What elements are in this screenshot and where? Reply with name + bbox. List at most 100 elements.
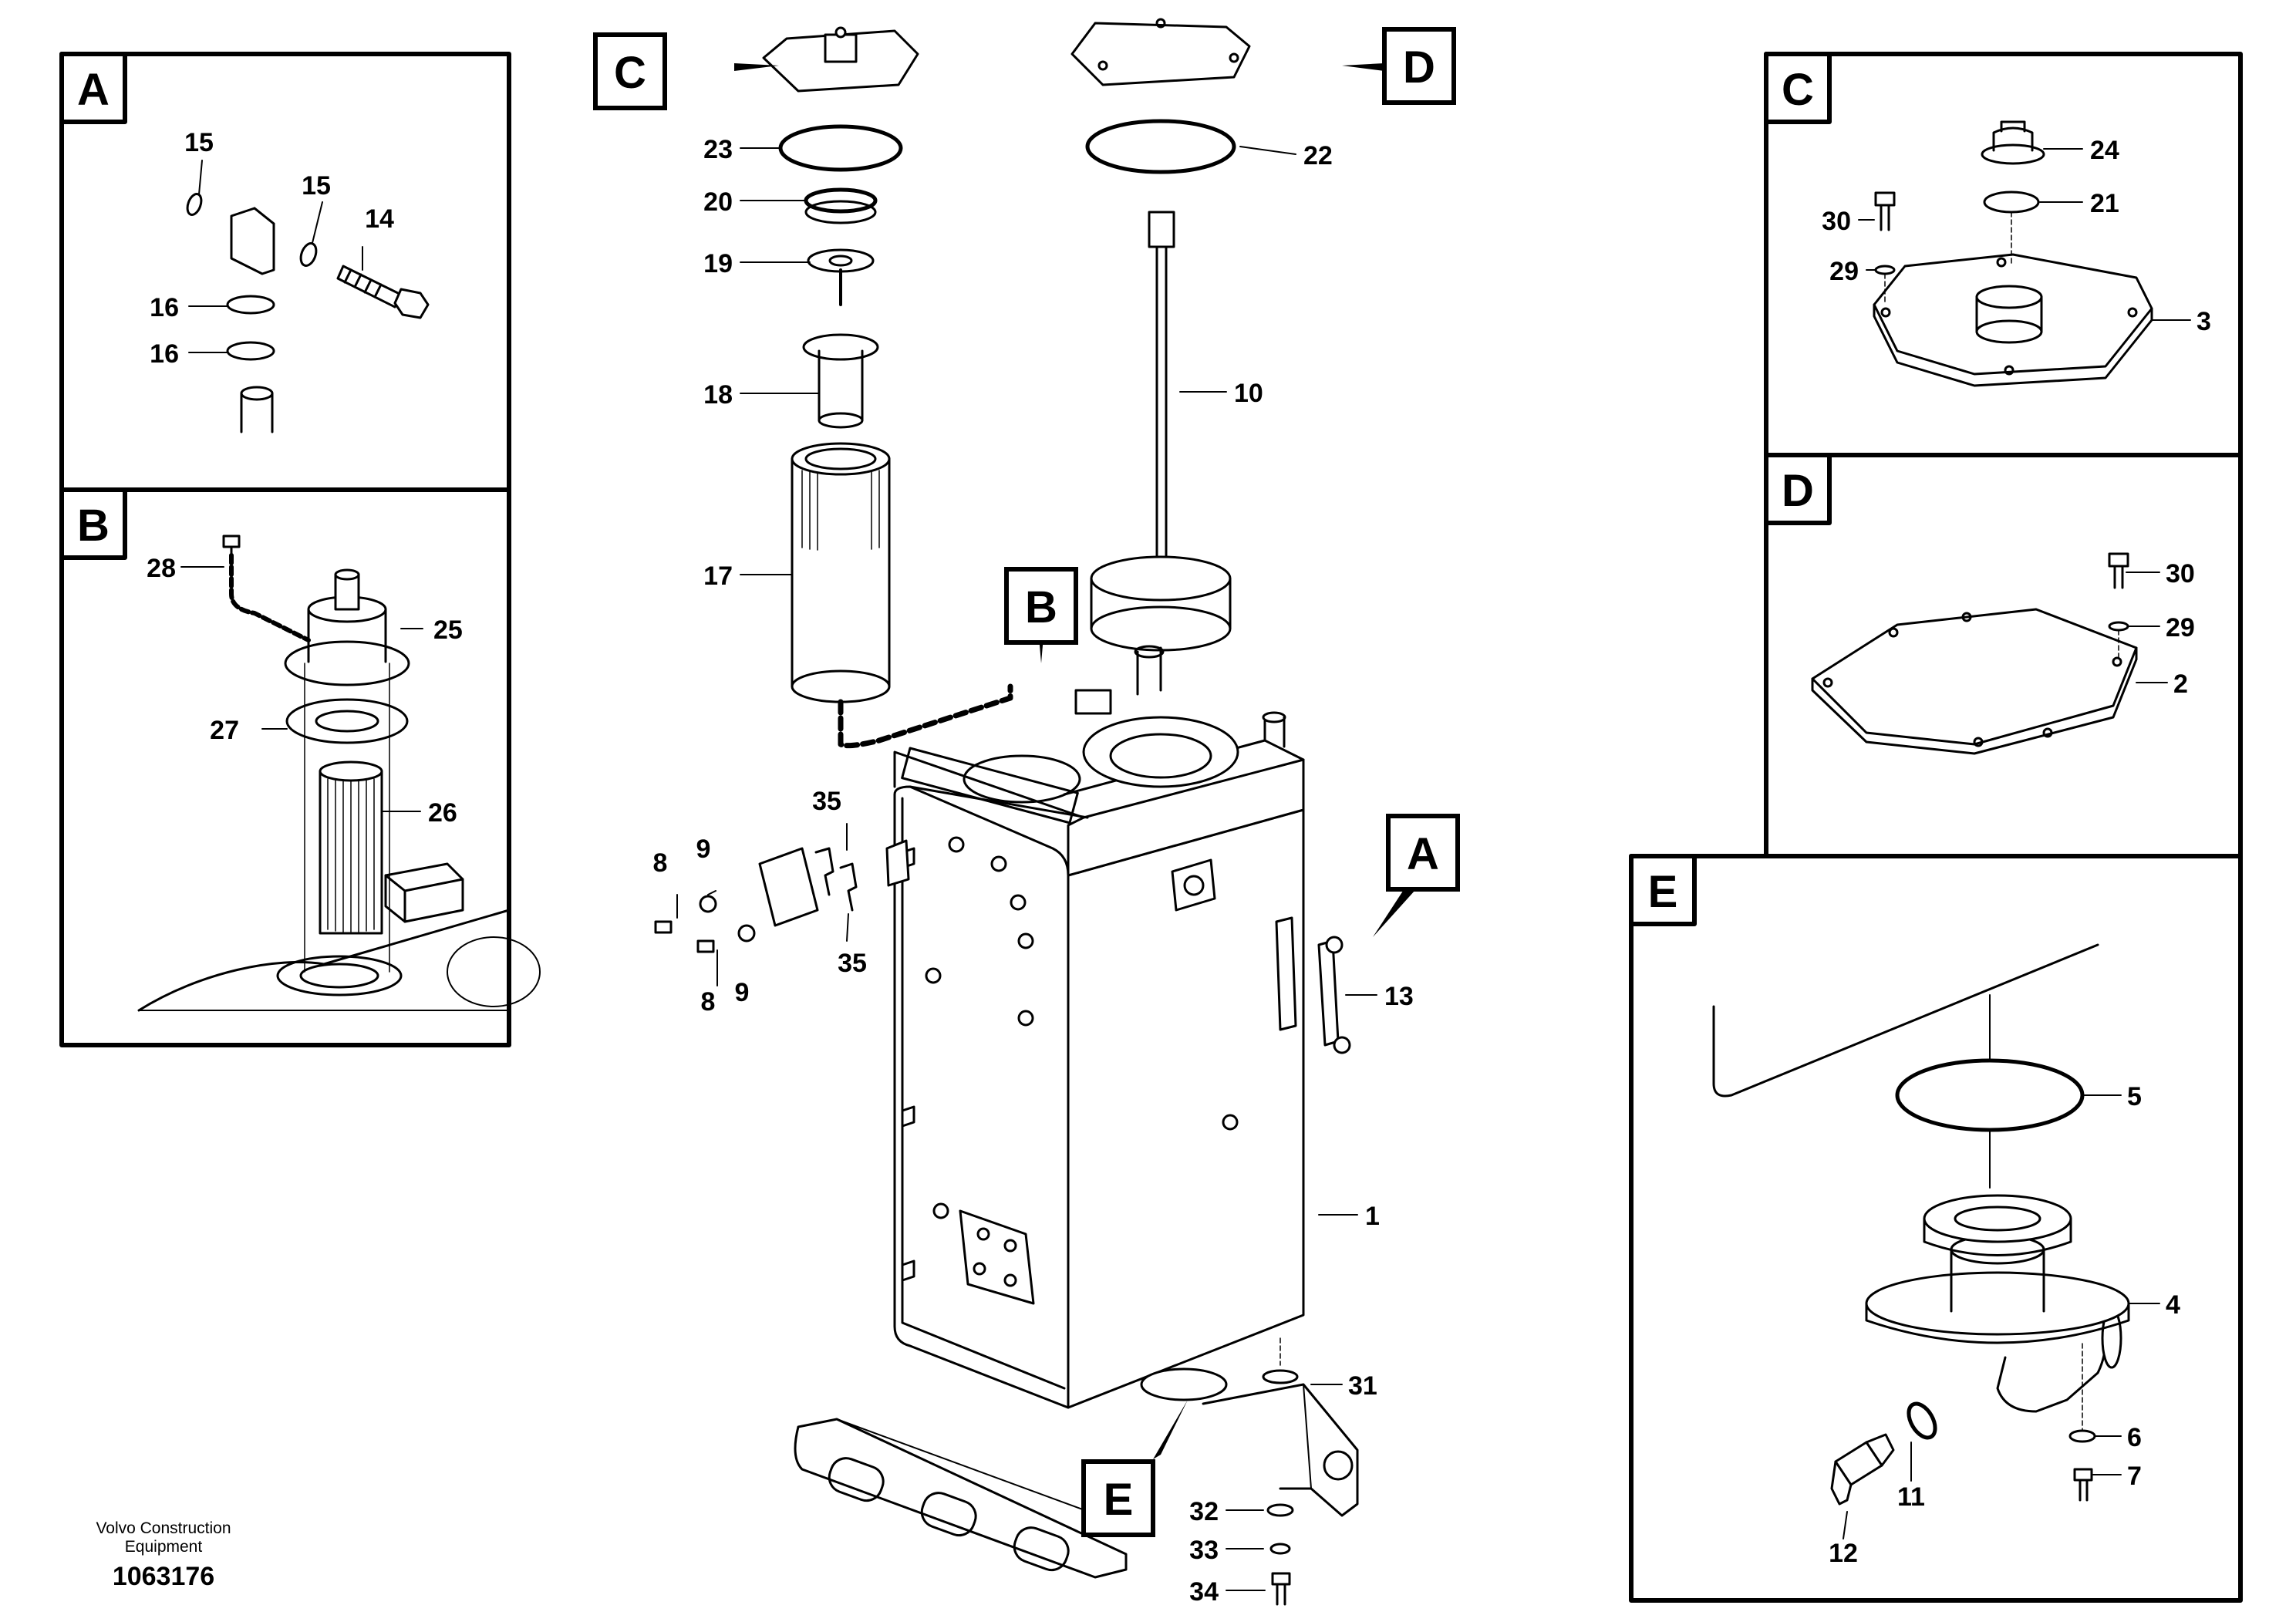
drawing-number: 1063176 [113, 1562, 214, 1591]
part-label-35b: 35 [838, 949, 867, 978]
part-label-24: 24 [2090, 136, 2119, 165]
detail-label-e-main: E [1104, 1475, 1134, 1525]
detail-frame-d [1764, 453, 2243, 858]
part-label-2: 2 [2173, 669, 2188, 699]
boss [1975, 285, 2043, 344]
part-label-35a: 35 [812, 787, 841, 816]
part-label-10: 10 [1234, 379, 1263, 408]
part-label-29-c: 29 [1829, 257, 1859, 286]
part-label-17: 17 [703, 561, 733, 591]
detail-labels: C D B A E A B C D E [77, 27, 1814, 1537]
leader-lines [180, 146, 2191, 1591]
frame-label-b: B [77, 501, 110, 551]
dipstick-assembly [1070, 18, 1251, 652]
part-label-31: 31 [1348, 1371, 1377, 1401]
detail-label-b-main: B [1025, 582, 1057, 632]
cover-25 [284, 568, 410, 686]
part-label-27: 27 [210, 716, 239, 745]
part-label-30-c: 30 [1822, 207, 1851, 236]
plug-24 [1981, 120, 2045, 165]
solenoid-block [384, 862, 464, 923]
sight-glass-13 [1275, 916, 1351, 1054]
pointer-arrows [734, 63, 1415, 1459]
bracket-parts [654, 839, 910, 953]
part-label-22: 22 [1303, 141, 1333, 170]
hydraulic-tank [893, 645, 1351, 1409]
cover-plate-2 [1811, 608, 2138, 755]
filter-element-17 [791, 442, 891, 703]
port-plate [959, 1209, 1035, 1305]
detail-label-c-main: C [614, 48, 646, 98]
frame-label-e: E [1648, 867, 1678, 917]
float [1090, 555, 1232, 652]
part-label-33: 33 [1189, 1536, 1219, 1565]
part-label-12: 12 [1829, 1539, 1858, 1568]
elbow-fitting [230, 207, 275, 275]
mounting-brackets [794, 1383, 1359, 1579]
part-label-18: 18 [703, 380, 733, 410]
maker-line-1: Volvo Construction [96, 1519, 231, 1537]
bushing-18 [802, 333, 879, 429]
part-label-8b: 8 [701, 987, 716, 1017]
pipe-stub [240, 386, 274, 433]
bolt-14 [336, 265, 430, 319]
part-label-25: 25 [433, 615, 463, 645]
filter-26 [319, 760, 383, 935]
part-label-6: 6 [2127, 1423, 2142, 1452]
part-label-20: 20 [703, 187, 733, 217]
part-label-28: 28 [147, 554, 176, 583]
o-ring-11 [1907, 1401, 1937, 1440]
bottom-outlet [1140, 1367, 1228, 1401]
screw-7 [2073, 1468, 2093, 1502]
part-label-11: 11 [1897, 1482, 1925, 1512]
part-label-9a: 9 [696, 835, 711, 864]
filter-assembly [762, 26, 1013, 749]
top-filter-opening [963, 716, 1239, 804]
part-label-15b: 15 [302, 171, 331, 201]
side-port [1171, 858, 1216, 912]
screw-28 [222, 534, 241, 565]
part-label-30-d: 30 [2166, 559, 2195, 588]
flange-elbow-4 [1865, 1194, 2130, 1413]
part-label-8a: 8 [653, 848, 668, 878]
part-label-1: 1 [1365, 1202, 1380, 1231]
part-label-5: 5 [2127, 1082, 2142, 1111]
frame-label-c: C [1782, 65, 1814, 115]
detail-label-a-main: A [1407, 829, 1439, 879]
footer: Volvo Construction Equipment 1063176 [96, 1519, 231, 1591]
part-label-16b: 16 [150, 339, 179, 369]
part-label-15a: 15 [184, 128, 214, 157]
part-label-29-d: 29 [2166, 613, 2195, 642]
valve-19 [807, 248, 875, 306]
sensor-12 [1830, 1433, 1895, 1506]
gasket-27 [285, 698, 409, 744]
part-label-13: 13 [1384, 982, 1414, 1011]
part-label-9b: 9 [735, 978, 750, 1007]
cover-c [762, 26, 919, 93]
part-label-7: 7 [2127, 1462, 2142, 1491]
frame-label-d: D [1782, 466, 1814, 516]
frame-label-a: A [77, 65, 110, 115]
detail-label-d-main: D [1403, 42, 1435, 93]
part-label-21: 21 [2090, 189, 2119, 218]
part-label-34: 34 [1189, 1577, 1219, 1607]
maker-line-2: Equipment [125, 1538, 203, 1556]
part-label-32: 32 [1189, 1497, 1219, 1526]
mounting-hardware [1262, 1337, 1299, 1606]
spring-20 [804, 187, 878, 224]
part-label-26: 26 [428, 798, 457, 828]
screw-30-d [2108, 552, 2129, 589]
part-label-3: 3 [2197, 307, 2211, 336]
detail-frame-b [59, 487, 541, 1047]
detail-frame-e [1629, 854, 2243, 1603]
detail-frame-a [59, 52, 511, 492]
part-label-19: 19 [703, 249, 733, 278]
part-label-23: 23 [703, 135, 733, 164]
detail-frame-c [1764, 52, 2243, 457]
screw-30-c [1874, 191, 1896, 231]
part-label-16a: 16 [150, 293, 179, 322]
part-label-14: 14 [365, 204, 394, 234]
part-number-labels: 15 15 14 16 16 28 25 27 26 23 20 19 18 1… [147, 128, 2211, 1607]
part-label-4: 4 [2166, 1290, 2180, 1320]
